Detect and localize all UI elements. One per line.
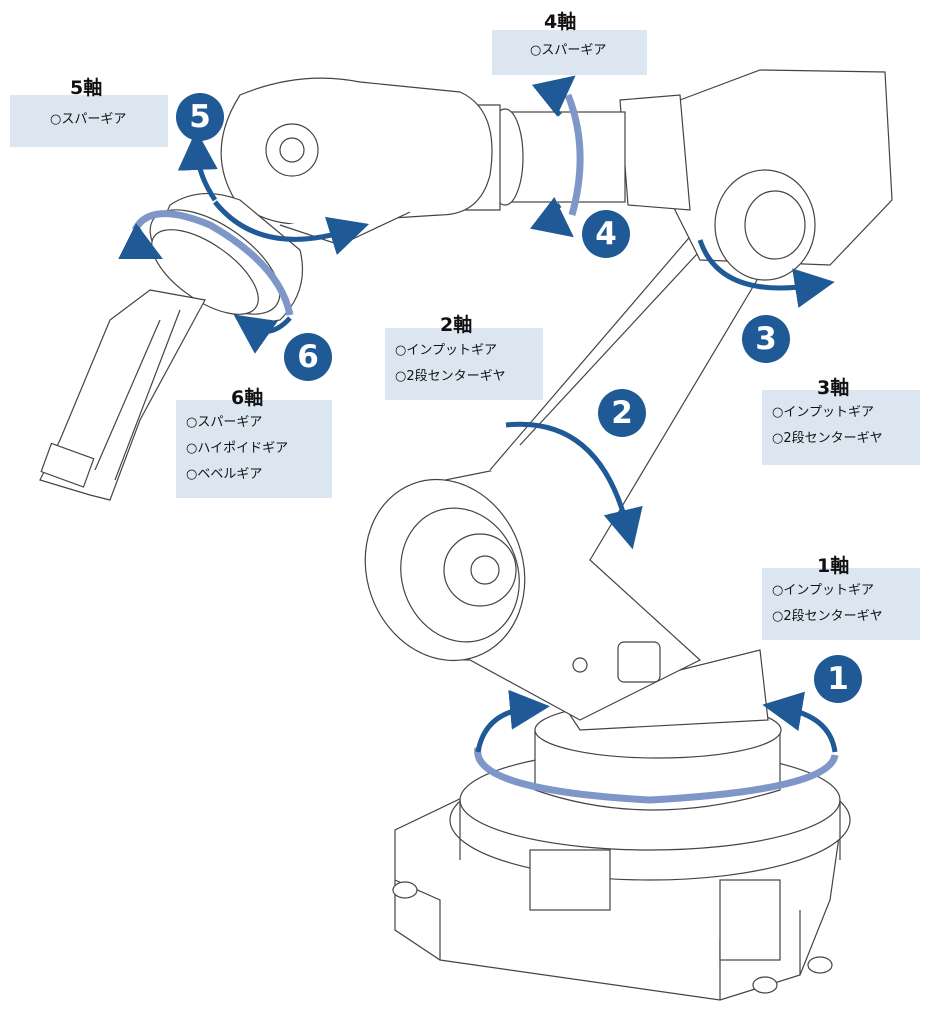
axis4-arrow-bottom [529,196,574,238]
axis5-arrow-right [213,200,370,256]
axis-1-badge: 1 [814,655,862,703]
axis5-arrow-up [177,130,218,202]
axis-3-title: 3軸 [817,377,850,399]
axis-6-label: 6軸 ○スパーギア ○ハイポイドギア ○ベベルギア [176,388,332,498]
axis-2-badge: 2 [598,389,646,437]
axis-6-title: 6軸 [231,387,264,409]
upper-arm [465,69,893,281]
axis-3-badge: 3 [742,315,790,363]
lower-arm [364,224,761,721]
axis-6-gear-1: ○スパーギア [186,415,263,430]
axis-4-gear: ○スパーギア [530,43,607,58]
axis1-arrow-right [762,691,838,753]
axis6-band [131,210,294,316]
axis-4-title: 4軸 [544,11,577,33]
axis-5-label: 5軸 ○スパーギア [10,78,168,147]
axis1-arrow-left [475,689,550,753]
wrist-flange [149,192,304,326]
gripper [39,289,206,501]
axis-5-title: 5軸 [70,77,103,99]
axis-1-label: 1軸 ○インプットギア ○2段センターギヤ [762,556,920,640]
axis6-arrow-bottom [233,314,292,354]
axis6-arrow-left [118,223,163,259]
axis-6-badge: 6 [284,333,332,381]
axis-3-gear-1: ○インプットギア [772,405,874,420]
axis-4-label: 4軸 ○スパーギア [492,12,647,75]
axis-2-gear-2: ○2段センターギヤ [395,369,506,384]
axis-2-label: 2軸 ○インプットギア ○2段センターギヤ [385,315,543,400]
axis4-arrow-top [531,75,576,117]
axis-6-gear-3: ○ベベルギア [186,467,263,482]
wrist-housing [220,77,493,246]
axis-5-gear: ○スパーギア [50,112,127,127]
axis-2-title: 2軸 [440,314,473,336]
axis1-band [474,747,839,804]
axis2-arrow [505,421,643,550]
axis-1-title: 1軸 [817,555,850,577]
axis-1-gear-2: ○2段センターギヤ [772,609,883,624]
axis-5-badge: 5 [176,93,224,141]
axis-4-badge: 4 [582,210,630,258]
axis-3-label: 3軸 ○インプットギア ○2段センターギヤ [762,378,920,465]
axis3-arrow [697,239,835,308]
axis-2-gear-1: ○インプットギア [395,343,497,358]
axis-3-gear-2: ○2段センターギヤ [772,431,883,446]
rotation-arrows [118,75,838,753]
axis-6-gear-2: ○ハイポイドギア [186,441,289,456]
axis-1-gear-1: ○インプットギア [772,583,874,598]
